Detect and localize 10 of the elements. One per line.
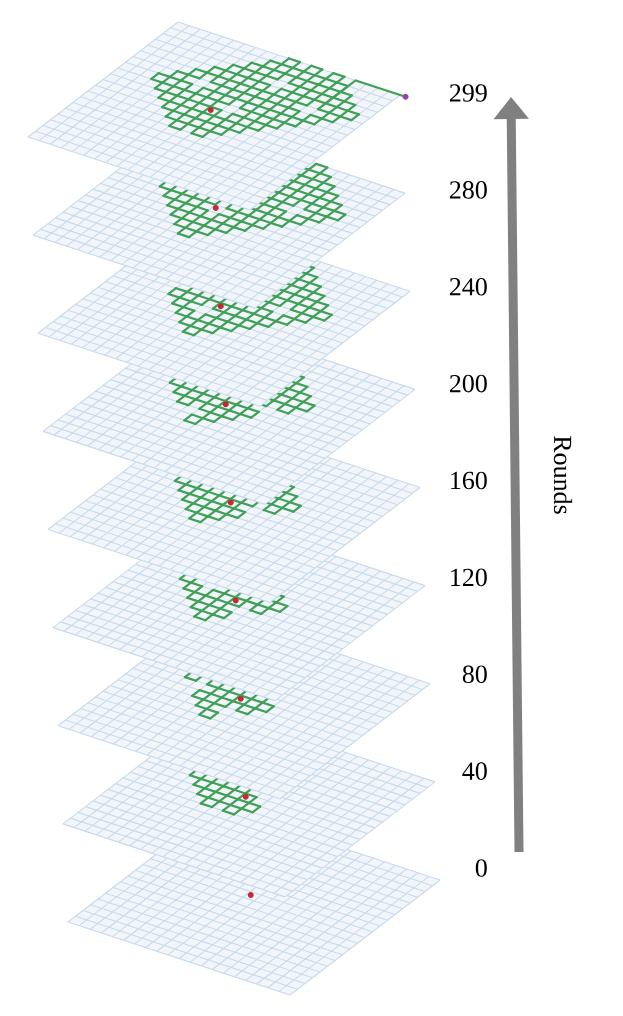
axis-label: Rounds [553,436,573,514]
round-label: 200 [449,374,487,393]
round-label: 299 [449,84,487,102]
round-label: 120 [451,568,487,587]
round-label: 40 [462,762,487,780]
round-label: 80 [462,665,487,683]
round-label: 280 [449,181,487,199]
round-label: 0 [475,859,487,877]
round-label: 240 [449,277,487,296]
round-label: 160 [451,471,487,490]
